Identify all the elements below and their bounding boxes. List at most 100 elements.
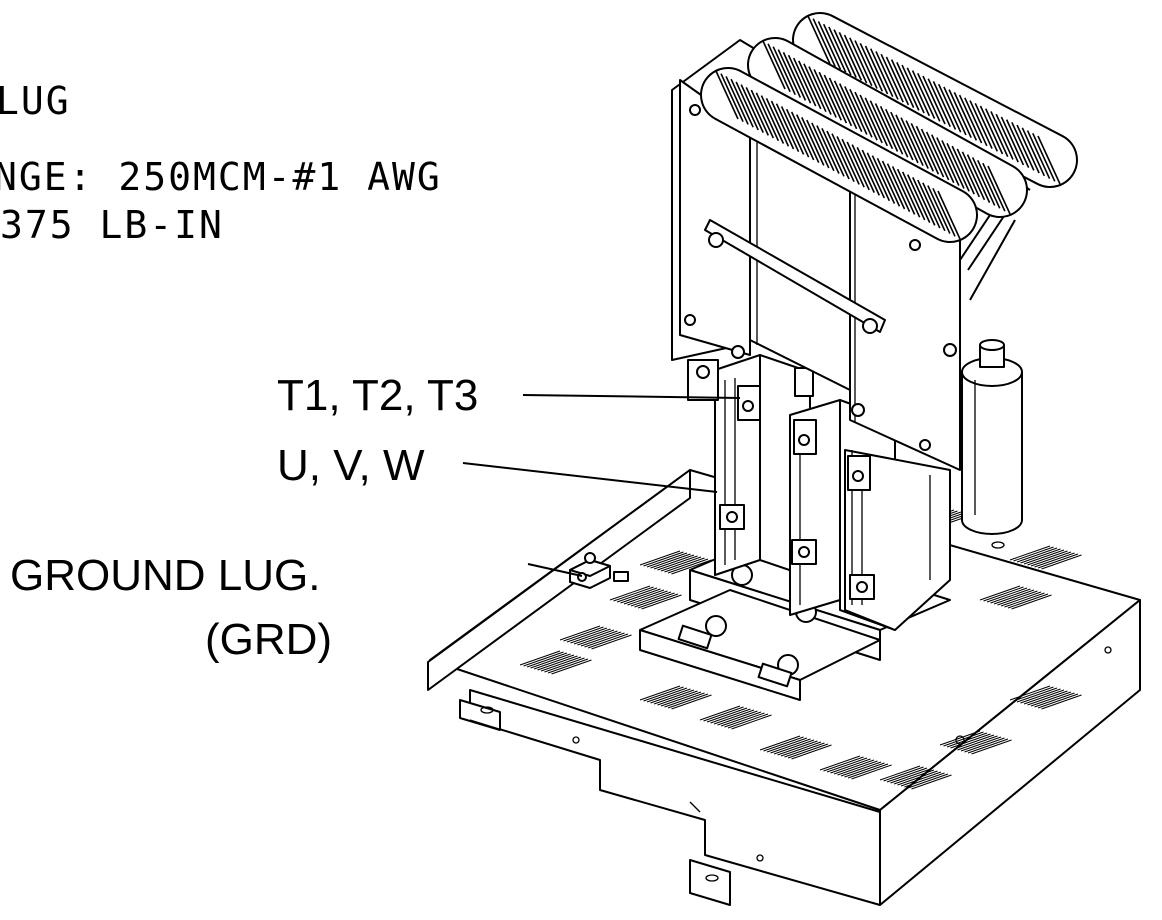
coil-rib: [864, 45, 889, 95]
coil-rib: [880, 53, 904, 103]
coil-rib: [987, 165, 1011, 215]
coil-rib: [953, 92, 978, 141]
coil-rib: [822, 23, 847, 73]
coil-rib: [859, 94, 883, 144]
vent-slot: [657, 690, 698, 706]
coil-rib: [951, 145, 975, 195]
vent-slot: [960, 736, 1002, 752]
coil-rib: [770, 100, 795, 150]
coil-rib: [803, 63, 827, 113]
coil-rib: [871, 155, 896, 204]
coil-rib: [796, 114, 820, 163]
coil-rib: [927, 78, 951, 128]
vent-slot: [570, 628, 611, 644]
coil-rib: [936, 137, 960, 186]
vent-slot: [979, 585, 1021, 601]
vent-slot: [537, 655, 578, 671]
vent-slot: [650, 553, 691, 569]
vent-slot: [1034, 552, 1075, 568]
coil-rib: [790, 111, 815, 161]
vent-slot: [837, 760, 878, 776]
coil-rib: [740, 84, 764, 133]
vent-slot: [1023, 689, 1065, 705]
coil-rib: [1005, 119, 1030, 168]
vent-slot: [826, 757, 868, 773]
vent-slot: [993, 589, 1035, 605]
vent-slot: [667, 693, 709, 709]
callout-labels: T1, T2, T3 U, V, W GROUND LUG. (GRD): [10, 371, 478, 664]
vent-slot: [664, 692, 705, 708]
vent-slot: [784, 742, 825, 758]
coil-rib: [811, 122, 835, 172]
coil-rib: [966, 154, 991, 203]
coil-rib: [900, 117, 924, 167]
vent-slot: [613, 586, 654, 602]
vent-slot: [616, 587, 658, 603]
spec-notes: LUG NGE: 250MCM-#1 AWG 375 LB-IN: [0, 79, 440, 247]
vent-slot: [823, 756, 864, 772]
coil-rib: [1021, 127, 1046, 177]
vent-slot: [911, 774, 952, 790]
vent-slot: [630, 591, 672, 607]
coil-rib: [844, 86, 868, 135]
coil-rib: [838, 32, 863, 81]
coil-rib: [841, 138, 865, 188]
vent-slot: [1009, 685, 1051, 701]
vent-slot: [833, 759, 875, 775]
vent-slot: [710, 708, 751, 724]
coil-rib: [831, 133, 855, 183]
vent-slot: [699, 705, 741, 721]
coil-rib: [958, 94, 983, 144]
coil-rib: [843, 34, 868, 84]
vent-slot: [904, 772, 945, 788]
coil-rib: [901, 64, 925, 114]
vent-slot: [953, 734, 995, 750]
coil-rib: [961, 151, 986, 201]
vent-slot: [830, 758, 871, 774]
coil-rib: [828, 77, 853, 127]
coil-rib: [927, 185, 951, 234]
vent-slot: [653, 554, 695, 570]
vent-slot: [551, 659, 592, 675]
vent-slot: [946, 732, 988, 748]
vent-slot: [879, 765, 921, 781]
vent-slot: [997, 590, 1038, 606]
vent-slot: [577, 630, 618, 646]
coil-rib: [922, 182, 946, 232]
coil-rib: [896, 168, 921, 218]
vent-slot: [943, 731, 984, 747]
vent-slot: [900, 771, 942, 787]
vent-slot: [559, 625, 601, 641]
capacitor: [961, 339, 1023, 535]
vent-slot: [724, 712, 765, 728]
coil-rib: [907, 174, 931, 223]
vent-slot: [1030, 691, 1072, 707]
vent-slot: [893, 769, 935, 785]
coil-rib: [818, 71, 842, 121]
coil-rib: [801, 117, 825, 166]
coil-rib: [885, 56, 910, 106]
coil-rib: [725, 76, 749, 125]
coil-rib: [905, 120, 929, 169]
vent-slot: [519, 650, 561, 666]
vent-slot: [950, 733, 991, 749]
vent-slot: [671, 559, 712, 575]
vent-slot: [650, 688, 691, 704]
vent-slot: [563, 626, 604, 642]
coil-rib: [730, 78, 754, 128]
leader-t-terminals: [522, 394, 741, 399]
coil-rib: [859, 42, 883, 92]
vent-slot: [971, 739, 1012, 755]
coil-rib: [836, 136, 860, 185]
coil-rib: [911, 70, 936, 119]
coil-rib: [785, 108, 810, 158]
resistor-coils: [700, 12, 1078, 243]
vent-slot: [653, 689, 695, 705]
vent-slot: [1034, 692, 1075, 708]
coil-rib: [715, 70, 739, 120]
vent-slot: [759, 735, 801, 751]
vent-slot: [660, 556, 702, 572]
vent-slot: [727, 713, 769, 729]
vent-slot: [773, 739, 815, 755]
